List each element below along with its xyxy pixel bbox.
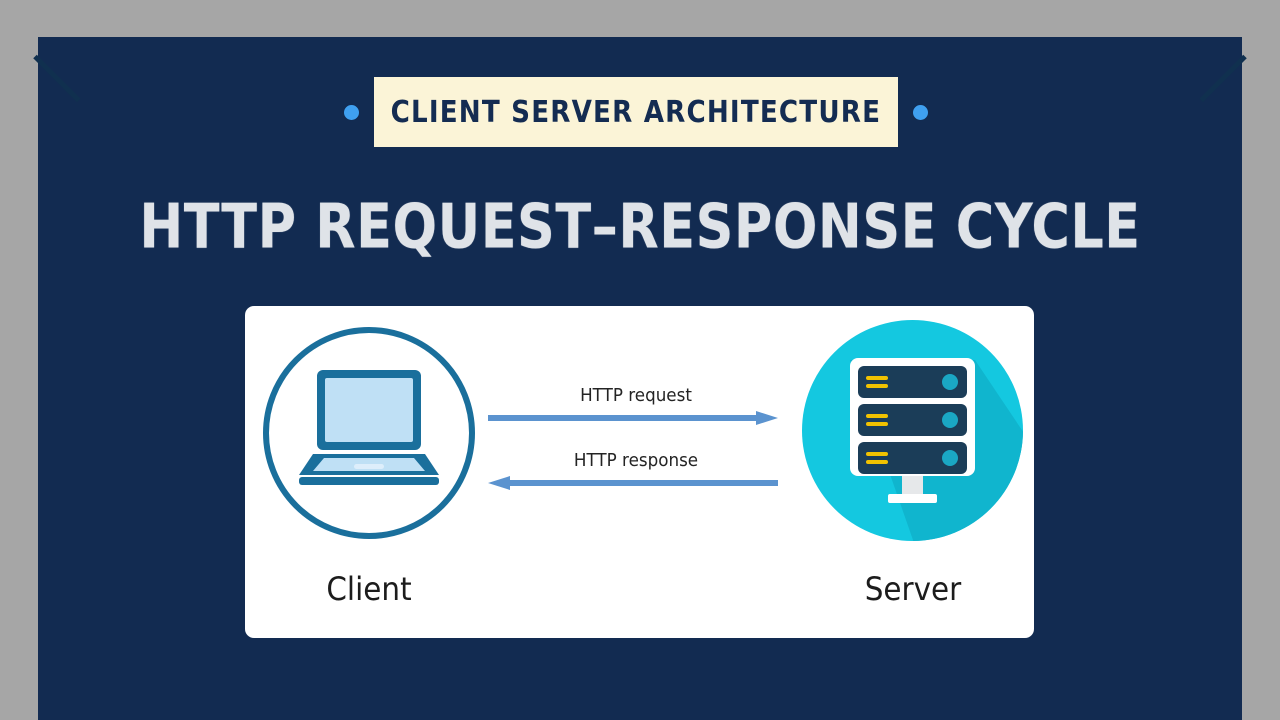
- banner-dot-left-icon: [344, 104, 360, 120]
- server-rack-icon: [802, 320, 1023, 541]
- http-response-label: HTTP response: [573, 450, 699, 471]
- page-title: HTTP REQUEST–RESPONSE CYCLE: [139, 192, 1141, 263]
- http-request-label: HTTP request: [580, 385, 692, 406]
- frame-miter-right-icon: [1199, 54, 1247, 103]
- frame-miter-left-icon: [33, 54, 81, 103]
- banner-title: CLIENT SERVER ARCHITECTURE: [390, 94, 882, 130]
- server-label: Server: [864, 570, 962, 608]
- banner-dot-right-icon: [912, 104, 928, 120]
- client-circle: [263, 327, 475, 539]
- client-label: Client: [326, 570, 412, 608]
- banner: CLIENT SERVER ARCHITECTURE: [344, 77, 928, 147]
- http-request-arrow-icon: [488, 411, 778, 425]
- http-response-arrow-icon: [488, 476, 778, 490]
- diagram-card: Client: [245, 306, 1034, 638]
- laptop-computer-icon: [299, 370, 439, 485]
